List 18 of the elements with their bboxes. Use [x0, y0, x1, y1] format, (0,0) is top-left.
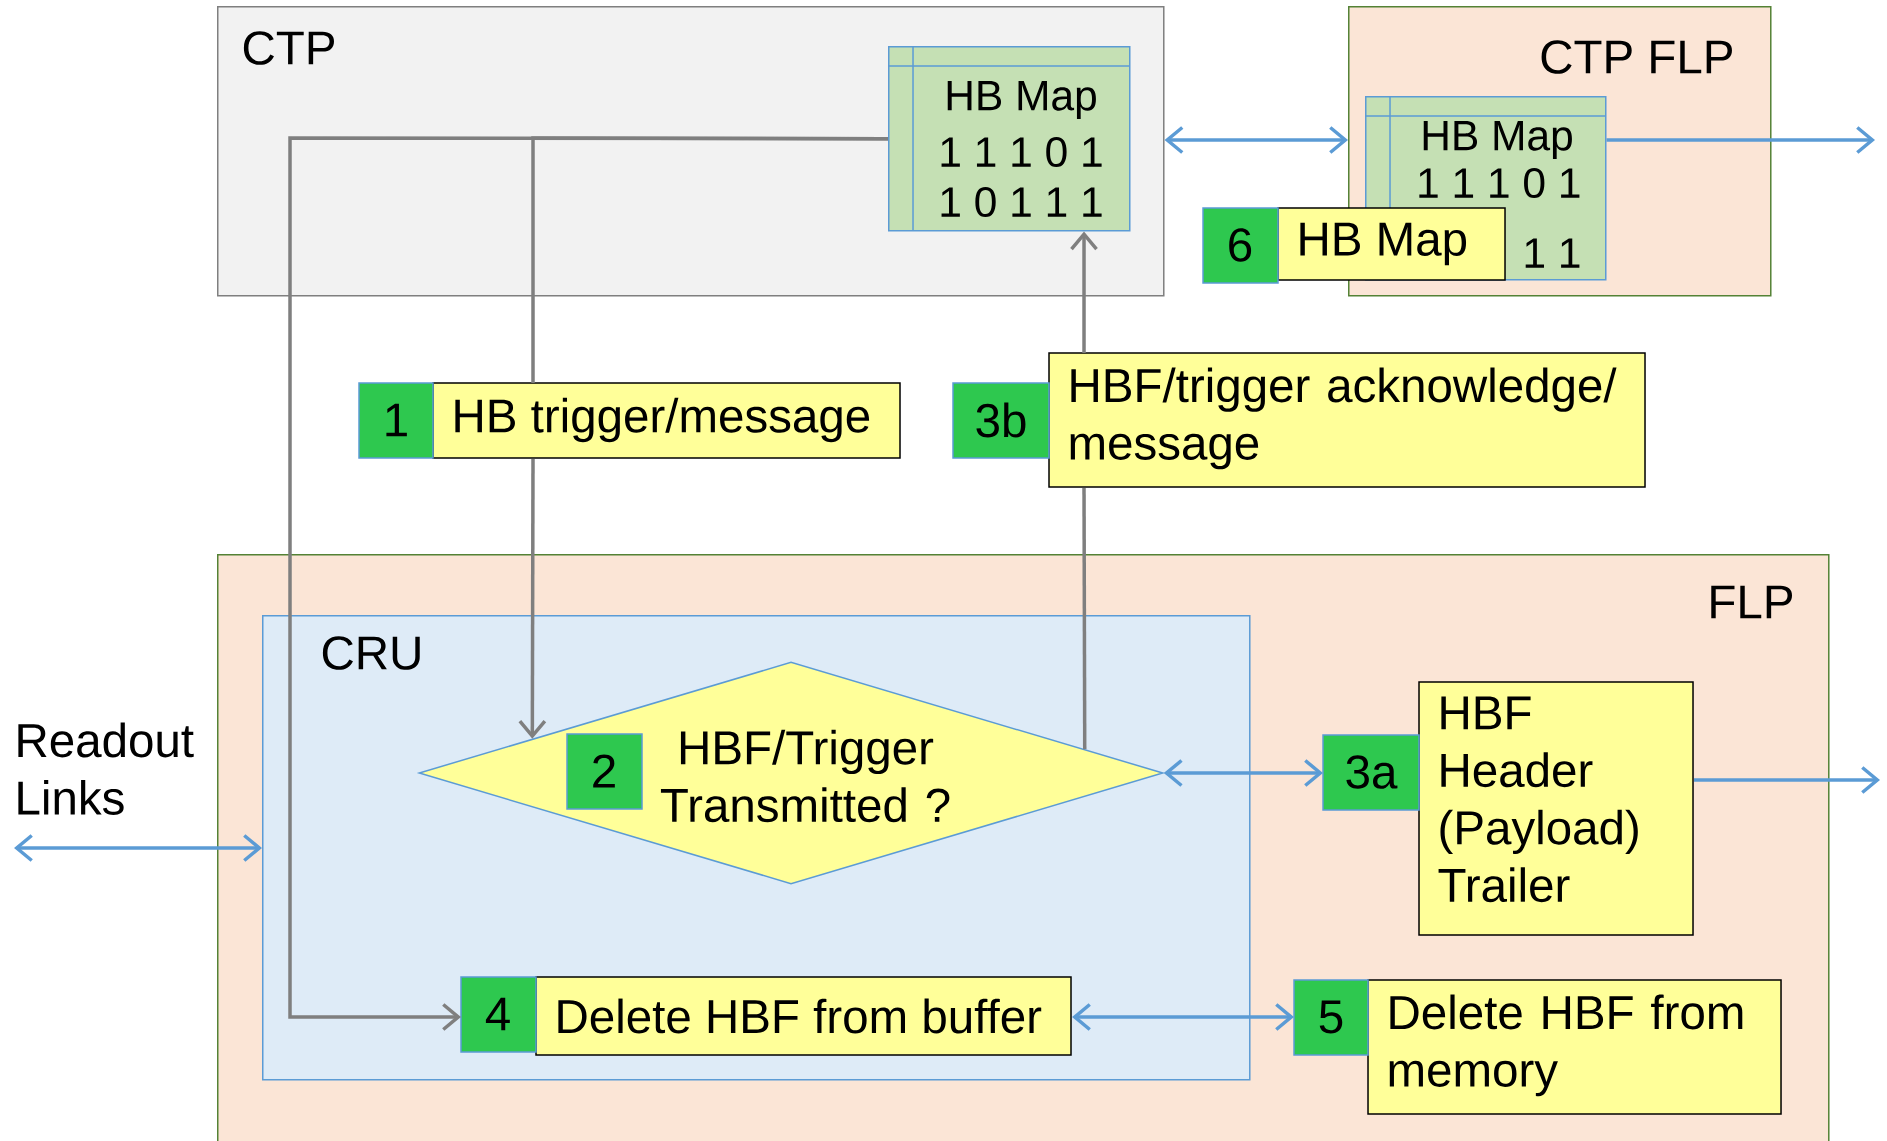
arrow	[1694, 766, 1880, 794]
arrow	[1606, 126, 1875, 154]
arrow	[1164, 126, 1348, 154]
arrow	[518, 459, 547, 739]
arrow	[288, 136, 888, 1031]
arrow	[14, 834, 262, 862]
arrow	[1072, 1003, 1294, 1031]
table-drawing: HB Map 1 1 1 0 1 1 0 1 1 1	[887, 45, 1131, 232]
step-label: 1 HB trigger/message	[358, 382, 901, 459]
arrow	[1070, 231, 1098, 353]
step-label: 5 Delete HBF from memory	[1293, 979, 1782, 1115]
connector-line	[1082, 488, 1087, 750]
step-label: 4 Delete HBF from buffer	[460, 976, 1072, 1056]
step-label: 6 HB Map	[1202, 207, 1506, 284]
step-label: 3b HBF/trigger acknowledge/ message	[952, 352, 1646, 488]
step-label: 3a HBF Header (Payload) Trailer	[1322, 681, 1694, 936]
text-label: Readout Links	[18, 722, 194, 815]
arrow	[1163, 759, 1323, 787]
